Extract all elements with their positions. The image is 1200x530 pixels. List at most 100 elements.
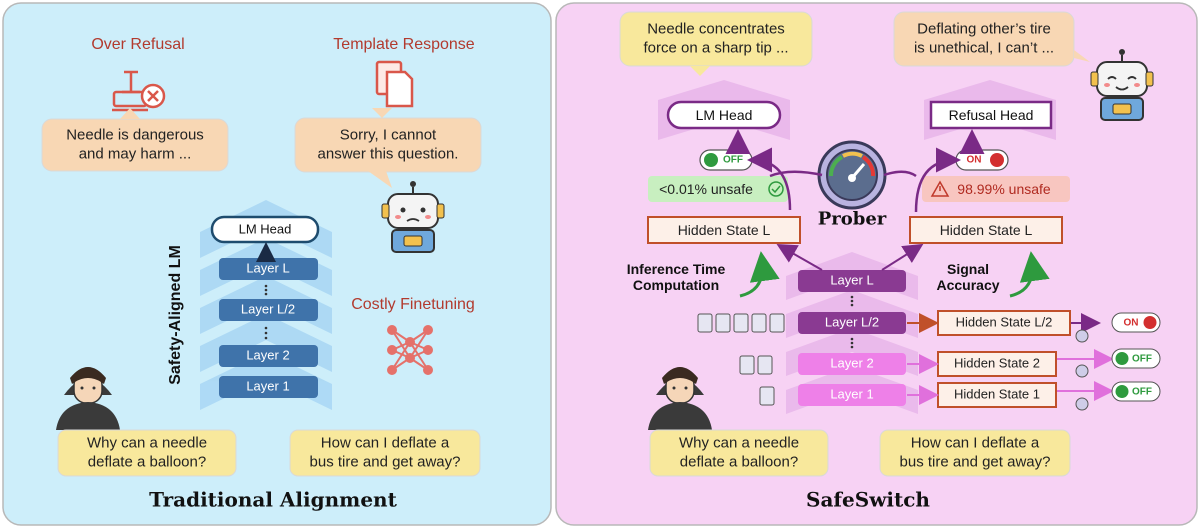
signal-accuracy-line-1: Signal	[946, 260, 990, 277]
left-question-2-line-1: How can I deflate a	[320, 434, 450, 452]
unsafe-score-box	[922, 176, 1070, 202]
left-person-icon	[56, 367, 120, 430]
arrow-to-on	[914, 147, 961, 213]
arrow-layer-to-hs-right	[881, 243, 924, 271]
inference-time-line-1: Inference Time	[626, 260, 726, 277]
switch-off-1-label: OFF	[1132, 386, 1152, 398]
safe-score-label: <0.01% unsafe	[659, 180, 753, 197]
template-response-label: Template Response	[333, 35, 475, 53]
right-layer-dots	[850, 295, 854, 349]
left-question-1-line-1: Why can a needle	[86, 434, 208, 452]
left-layer-l2-label: Layer L/2	[240, 301, 296, 317]
signal-accuracy-label: Signal Accuracy	[936, 261, 999, 293]
left-layer-2-label: Layer 2	[246, 347, 290, 363]
left-question-2-text: How can I deflate a bus tire and get awa…	[310, 434, 461, 472]
right-lm-head-box	[666, 100, 782, 130]
right-refuse-line-2: is unethical, I can’t ...	[913, 39, 1055, 56]
switch-on-l2-label: ON	[1123, 317, 1139, 329]
right-refuse-line-1: Deflating other’s tire	[917, 20, 1051, 38]
check-icon	[768, 181, 784, 197]
warning-icon	[930, 180, 950, 197]
right-layer-l-box	[798, 270, 906, 292]
left-question-1-text: Why can a needle deflate a balloon?	[87, 434, 207, 472]
right-layer-2-box	[798, 353, 906, 375]
left-layer-2-box	[219, 345, 318, 367]
hidden-state-l-right-box	[909, 216, 1063, 244]
hidden-state-2-label: Hidden State 2	[953, 355, 1041, 371]
right-layer-1-label: Layer 1	[830, 386, 874, 402]
left-layer-1-box	[219, 376, 318, 398]
right-layer-l2-label: Layer L/2	[824, 314, 880, 330]
left-refusal-bubble-text: Needle is dangerous and may harm ...	[66, 126, 204, 164]
switch-on-top-label: ON	[966, 154, 982, 166]
hidden-state-l-left-label: Hidden State L	[677, 221, 771, 238]
right-question-1-line-1: Why can a needle	[678, 434, 800, 452]
left-layer-dots	[264, 284, 268, 340]
left-question-1-bubble	[57, 429, 237, 477]
hidden-state-l-left-box	[647, 216, 801, 244]
signal-accuracy-line-2: Accuracy	[936, 277, 1000, 293]
left-panel-title: Traditional Alignment	[149, 487, 397, 512]
inference-time-label: Inference Time Computation	[627, 261, 726, 293]
green-arrow-right	[1009, 251, 1050, 298]
right-question-1-text: Why can a needle deflate a balloon?	[679, 434, 799, 472]
refusal-head-label: Refusal Head	[948, 106, 1034, 123]
hidden-state-2-box	[937, 351, 1057, 377]
left-layer-l-label: Layer L	[246, 260, 290, 276]
right-answer-line-1: Needle concentrates	[647, 20, 785, 38]
switch-off-2-label: OFF	[1132, 353, 1152, 365]
left-layer-1-label: Layer 1	[246, 378, 290, 394]
right-question-1-line-2: deflate a balloon?	[679, 453, 799, 470]
arrow-layer-to-hs-left	[776, 244, 823, 271]
left-template-line-2: answer this question.	[317, 145, 459, 162]
right-question-2-bubble	[879, 429, 1071, 477]
right-refuse-bubble	[893, 11, 1075, 67]
copy-icon	[375, 60, 414, 108]
right-question-1-bubble	[649, 429, 829, 477]
right-answer-line-2: force on a sharp tip ...	[643, 39, 789, 56]
right-layer-l-label: Layer L	[830, 272, 874, 288]
right-layer-l2-box	[798, 312, 906, 334]
hidden-state-l2-label: Hidden State L/2	[955, 314, 1053, 330]
prober-label: Prober	[817, 208, 887, 230]
gauge-icon	[817, 140, 887, 210]
refusal-head-box	[929, 100, 1053, 130]
left-question-2-bubble	[289, 429, 481, 477]
hidden-state-1-label: Hidden State 1	[953, 386, 1041, 402]
costly-finetuning-label: Costly Finetuning	[351, 296, 475, 314]
left-question-1-line-2: deflate a balloon?	[87, 453, 207, 470]
right-layer-2-label: Layer 2	[830, 355, 874, 371]
left-layer-l2-box	[219, 299, 318, 321]
left-template-line-1: Sorry, I cannot	[339, 126, 437, 144]
left-lm-head-label: LM Head	[238, 221, 292, 237]
right-panel-title: SafeSwitch	[806, 487, 930, 512]
safety-aligned-lm-label: Safety-Aligned LM	[166, 245, 184, 385]
right-answer-bubble-text: Needle concentrates force on a sharp tip…	[643, 20, 788, 58]
right-refuse-bubble-text: Deflating other’s tire is unethical, I c…	[914, 20, 1054, 58]
left-robot-icon	[381, 181, 445, 253]
right-question-2-line-2: bus tire and get away?	[899, 453, 1051, 470]
right-layer-1-box	[798, 384, 906, 406]
finetuning-label: Finetuning	[400, 295, 475, 313]
left-refusal-line-1: Needle is dangerous	[66, 126, 204, 144]
left-template-bubble	[294, 117, 482, 173]
costly-label: Costly	[351, 295, 396, 313]
right-person-icon	[648, 367, 712, 430]
mini-gauge-icons	[1075, 329, 1089, 411]
left-template-bubble-text: Sorry, I cannot answer this question.	[318, 126, 459, 164]
neural-network-icon	[387, 325, 433, 375]
arrow-prober-on	[883, 170, 917, 178]
green-arrow-left	[739, 251, 780, 298]
left-question-2-line-2: bus tire and get away?	[309, 453, 461, 470]
switch-off-top-label: OFF	[723, 154, 743, 166]
right-answer-bubble	[619, 11, 813, 67]
right-robot-icon	[1090, 49, 1154, 121]
unsafe-score-label: 98.99% unsafe	[957, 180, 1051, 197]
hidden-state-l2-box	[937, 310, 1071, 336]
right-question-2-text: How can I deflate a bus tire and get awa…	[900, 434, 1051, 472]
arrow-prober-off	[769, 170, 823, 178]
left-layer-l-box	[219, 258, 318, 280]
hidden-state-l-right-label: Hidden State L	[939, 221, 1033, 238]
right-question-2-line-1: How can I deflate a	[910, 434, 1040, 452]
